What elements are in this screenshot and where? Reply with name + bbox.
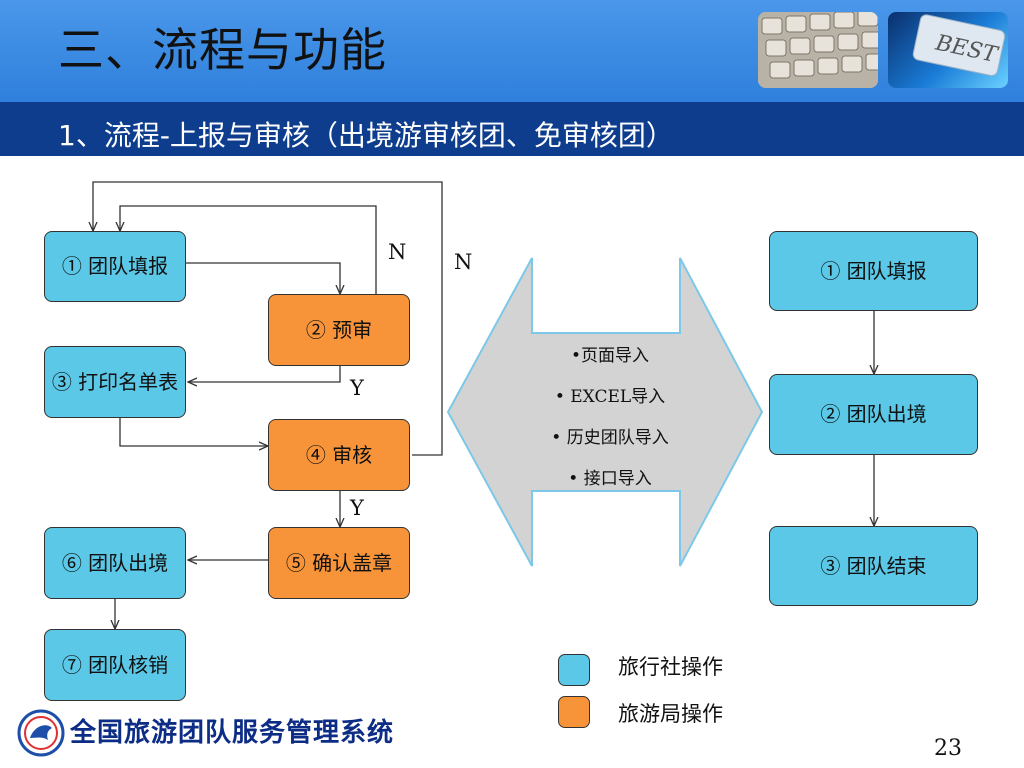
left-node-review[interactable]: ④ 审核 [268,419,410,491]
arrow-3-to-4 [119,418,268,446]
section-subtitle: 1、流程-上报与审核（出境游审核团、免审核团） [58,119,674,152]
legend-agency-swatch [558,654,590,686]
left-node-pre-review-label: ② 预审 [305,317,373,342]
subheader-bar [0,102,1024,156]
legend-bureau-label: 旅游局操作 [618,702,723,726]
left-node-team-report[interactable]: ① 团队填报 [44,231,186,302]
left-node-team-exit-label: ⑥ 团队出境 [61,550,169,575]
best-key-photo-icon: BEST [888,12,1008,88]
right-node-team-end[interactable]: ③ 团队结束 [769,526,978,606]
right-node-team-report[interactable]: ① 团队填报 [769,231,978,311]
left-node-confirm-stamp[interactable]: ⑤ 确认盖章 [268,527,410,599]
left-node-team-writeoff-label: ⑦ 团队核销 [61,652,169,677]
legend-bureau-swatch [558,696,590,728]
right-node-team-exit-label: ② 团队出境 [820,402,927,426]
label-y-pre-review: Y [350,376,364,400]
right-node-team-report-label: ① 团队填报 [820,258,927,283]
left-node-confirm-stamp-label: ⑤ 确认盖章 [285,550,393,575]
arrow-2-reject-loop [120,205,377,294]
left-node-review-label: ④ 审核 [305,442,373,467]
arrow-2-to-3 [188,366,341,382]
tourism-logo-icon [16,708,66,758]
label-n-pre-review: N [388,240,407,264]
right-node-team-end-label: ③ 团队结束 [820,553,927,578]
import-methods-arrow [446,257,764,567]
system-name: 全国旅游团队服务管理系统 [70,718,395,748]
import-methods-list: •页面导入 • EXCEL导入 • 历史团队导入 • 接口导入 [520,336,700,500]
page-title: 三、流程与功能 [58,23,387,77]
import-method-item: • 历史团队导入 [551,428,669,448]
page-number: 23 [934,736,962,761]
import-method-item: • 接口导入 [568,469,652,489]
left-node-pre-review[interactable]: ② 预审 [268,294,410,366]
label-n-review: N [454,250,473,274]
import-method-item: • EXCEL导入 [554,387,666,407]
label-y-review: Y [350,496,364,520]
left-node-print-list-label: ③ 打印名单表 [51,369,179,394]
import-method-item: •页面导入 [570,346,650,366]
arrow-1-to-2 [186,262,340,294]
left-node-team-exit[interactable]: ⑥ 团队出境 [44,527,186,599]
legend-agency-label: 旅行社操作 [618,655,723,679]
right-node-team-exit[interactable]: ② 团队出境 [769,374,978,455]
left-node-team-report-label: ① 团队填报 [61,254,169,278]
keyboard-photo-icon [758,12,878,88]
left-node-print-list[interactable]: ③ 打印名单表 [44,346,186,418]
arrow-4-reject-loop [93,181,443,456]
left-node-team-writeoff[interactable]: ⑦ 团队核销 [44,629,186,701]
